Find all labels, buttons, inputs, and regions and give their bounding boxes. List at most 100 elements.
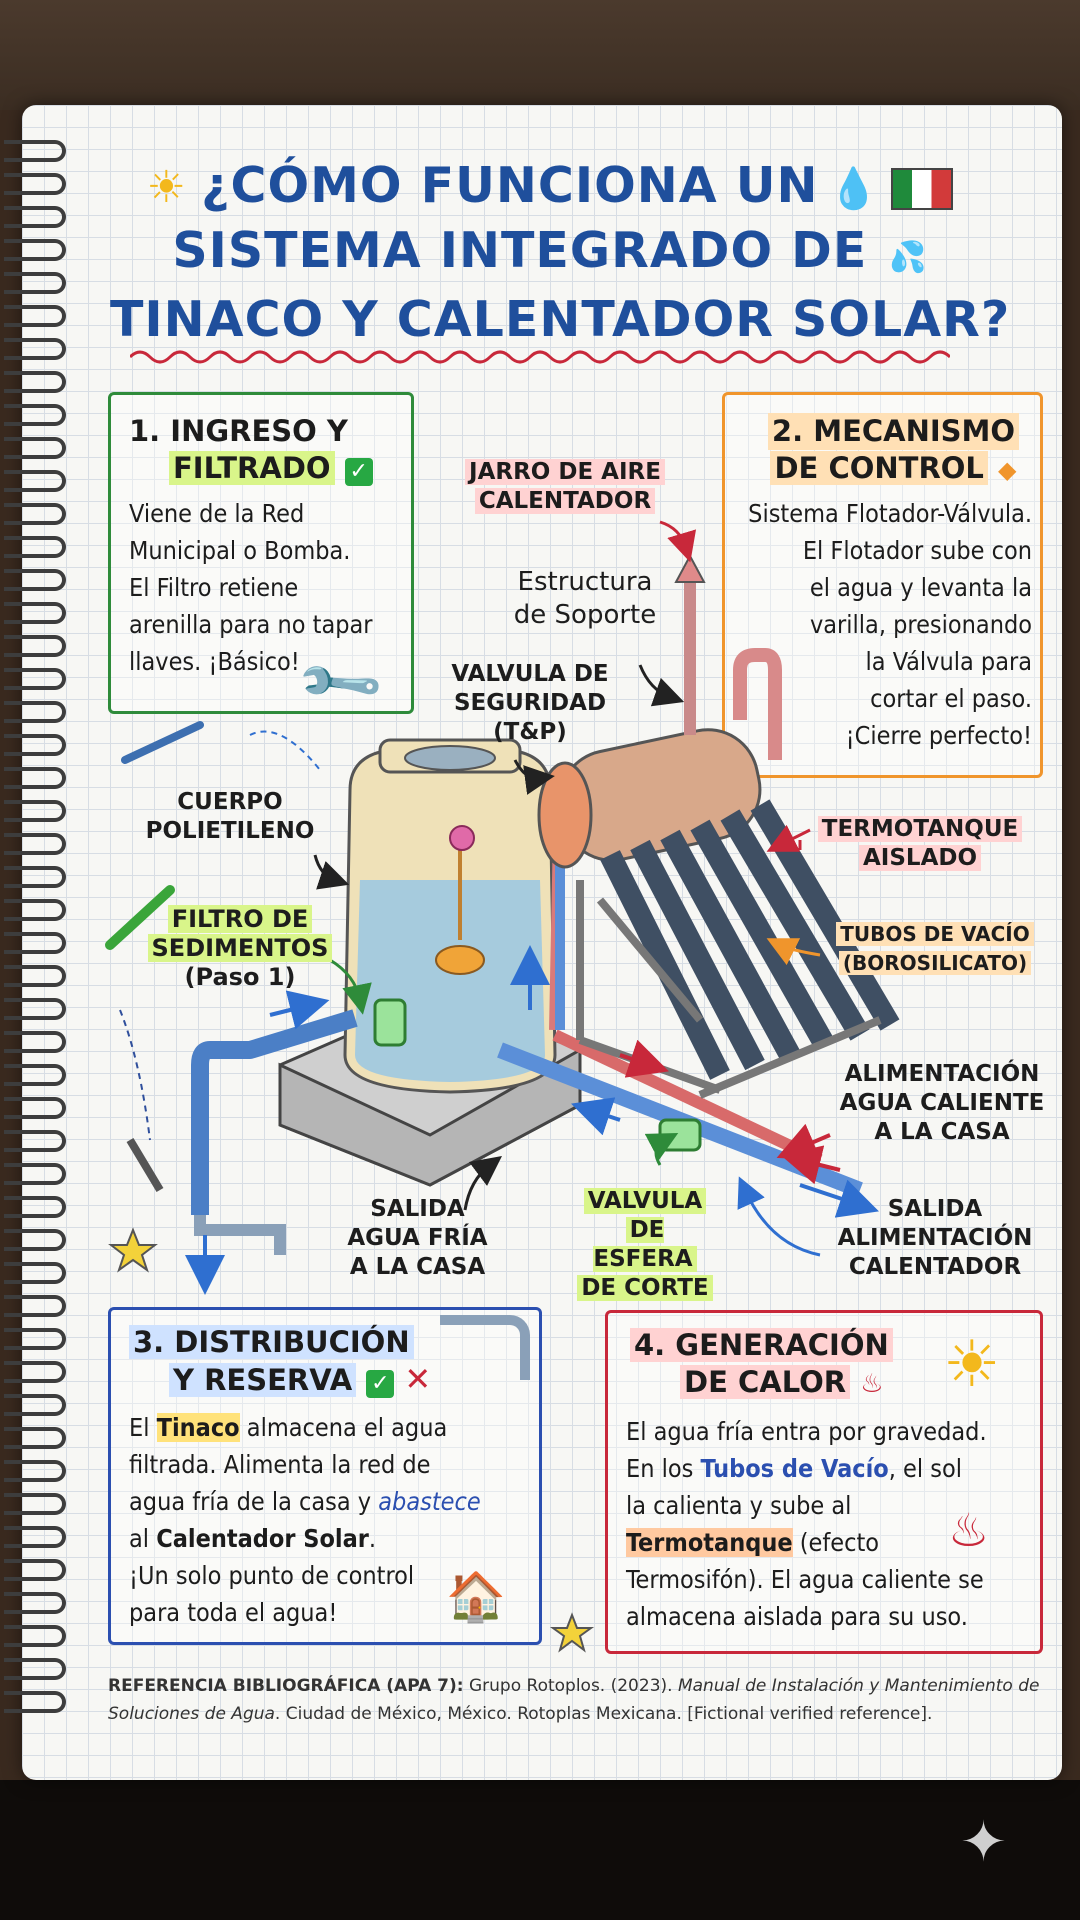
- title-line-3: TINACO Y CALENTADOR SOLAR?: [110, 291, 1011, 348]
- label-filtro-line2: SEDIMENTOS: [147, 934, 333, 962]
- spiral-ring: [4, 767, 66, 789]
- label-termo-line1: TERMOTANQUE: [817, 816, 1023, 842]
- ball-valve: [658, 1118, 702, 1152]
- label-cuerpo-line2: POLIETILENO: [145, 818, 315, 844]
- spiral-ring: [4, 1328, 66, 1350]
- spiral-ring: [4, 965, 66, 987]
- dark-background-bottom: [0, 1780, 1080, 1920]
- label-valvula-esfera: VALVULA DE ESFERA DE CORTE: [570, 1187, 720, 1303]
- spiral-ring: [4, 1493, 66, 1515]
- box3-text-d: agua fría de la casa y: [129, 1487, 379, 1516]
- spiral-ring: [4, 1592, 66, 1614]
- spiral-ring: [4, 536, 66, 558]
- spiral-ring: [4, 1295, 66, 1317]
- box1-title-line1: 1. INGRESO Y: [129, 414, 348, 448]
- spiral-binding: [4, 140, 66, 1740]
- pipe-icon: [440, 1315, 530, 1380]
- box4-text-g: almacena aislada para su uso.: [626, 1602, 968, 1631]
- star-icon-left: [108, 1227, 158, 1273]
- label-cuerpo: CUERPO POLIETILENO: [130, 788, 330, 846]
- label-ve-line1: VALVULA: [583, 1188, 707, 1214]
- spiral-ring: [4, 1526, 66, 1548]
- box3-text-e: al: [129, 1524, 157, 1553]
- spiral-ring: [4, 1361, 66, 1383]
- spiral-ring: [4, 404, 66, 426]
- label-sa-line3: CALENTADOR: [848, 1254, 1022, 1280]
- sediment-filter: [373, 998, 407, 1047]
- label-sa-line1: SALIDA: [887, 1196, 983, 1222]
- box4-text-f: Termosifón). El agua caliente se: [626, 1565, 984, 1594]
- label-filtro-line3: (Paso 1): [184, 963, 296, 991]
- spiral-ring: [4, 998, 66, 1020]
- box1-body-line-4: arenilla para no tapar: [129, 610, 373, 639]
- box2-title-line2: DE CONTROL: [770, 451, 988, 485]
- cross-icon: ✕: [404, 1360, 432, 1398]
- spiral-ring: [4, 569, 66, 591]
- page-title: ☀¿CÓMO FUNCIONA UN💧 SISTEMA INTEGRADO DE…: [110, 155, 1009, 351]
- spiral-ring: [4, 1460, 66, 1482]
- box4-text-a: El agua fría entra por gravedad.: [626, 1417, 987, 1446]
- box2-body-line-6: cortar el paso.: [870, 684, 1032, 713]
- box1-body-line-1: Viene de la Red: [129, 499, 305, 528]
- spiral-ring: [4, 1559, 66, 1581]
- star-icon-right: [549, 1612, 595, 1653]
- spiral-ring: [4, 1064, 66, 1086]
- box3-text-calentador: Calentador Solar: [156, 1524, 369, 1553]
- label-alim-line3: A LA CASA: [874, 1119, 1010, 1145]
- label-sf-line2: AGUA FRÍA: [347, 1225, 488, 1251]
- spiral-ring: [4, 206, 66, 228]
- label-filtro: FILTRO DE SEDIMENTOS (Paso 1): [140, 905, 340, 992]
- box4-title-line1: 4. GENERACIÓN: [630, 1328, 893, 1362]
- box3-text-f: .: [368, 1524, 377, 1553]
- heat-icon: ♨: [860, 1369, 884, 1399]
- spiral-ring: [4, 239, 66, 261]
- label-alim-line1: ALIMENTACIÓN: [844, 1061, 1040, 1087]
- sun-icon: ☀: [146, 162, 188, 213]
- box3-text-tinaco: Tinaco: [156, 1413, 240, 1442]
- spiral-ring: [4, 734, 66, 756]
- label-jarro-aire: JARRO DE AIRE CALENTADOR: [455, 458, 675, 516]
- title-underline-squiggle: [130, 350, 950, 364]
- label-valvula-seguridad: VALVULA DE SEGURIDAD (T&P): [445, 660, 615, 747]
- box4-text-d: la calienta y sube al: [626, 1491, 852, 1520]
- box3-text-g: ¡Un solo punto de control: [129, 1561, 415, 1590]
- spiral-ring: [4, 635, 66, 657]
- label-sf-line3: A LA CASA: [349, 1254, 486, 1280]
- spiral-ring: [4, 437, 66, 459]
- inlet-pipe: [191, 1009, 358, 1215]
- box3-title-line1: 3. DISTRIBUCIÓN: [129, 1325, 414, 1359]
- spiral-ring: [4, 1031, 66, 1053]
- spiral-ring: [4, 1196, 66, 1218]
- spiral-ring: [4, 1658, 66, 1680]
- box2-body-line-5: la Válvula para: [865, 647, 1032, 676]
- label-estructura: Estructura de Soporte: [505, 566, 665, 632]
- label-cuerpo-line1: CUERPO: [177, 789, 283, 815]
- spiral-ring: [4, 338, 66, 360]
- spiral-ring: [4, 1262, 66, 1284]
- box3-text-b: almacena el agua: [239, 1413, 448, 1442]
- spiral-ring: [4, 1163, 66, 1185]
- title-line-2: SISTEMA INTEGRADO DE: [172, 222, 868, 279]
- box2-body-line-7: ¡Cierre perfecto!: [845, 721, 1032, 750]
- box-distribucion-reserva: 3. DISTRIBUCIÓN Y RESERVA ✓ ✕ El Tinaco …: [108, 1307, 542, 1645]
- box1-body-line-2: Municipal o Bomba.: [129, 536, 351, 565]
- box1-body-line-5: llaves. ¡Básico!: [129, 647, 300, 676]
- water-drop-icon: 💧: [828, 166, 880, 212]
- checkmark-icon: ✓: [366, 1370, 395, 1398]
- steam-icon: ♨: [948, 1503, 990, 1557]
- bibliographic-reference: REFERENCIA BIBLIOGRÁFICA (APA 7): Grupo …: [108, 1672, 1058, 1728]
- spiral-ring: [4, 371, 66, 393]
- spiral-ring: [4, 1625, 66, 1647]
- box4-text-e: (efecto: [792, 1528, 880, 1557]
- spiral-ring: [4, 701, 66, 723]
- label-sa-line2: ALIMENTACIÓN: [837, 1225, 1033, 1251]
- label-filtro-line1: FILTRO DE: [167, 905, 313, 933]
- label-tubos-vacio: TUBOS DE VACÍO (BOROSILICATO): [820, 920, 1050, 978]
- box4-text-termo: Termotanque: [626, 1528, 793, 1557]
- reference-text2: . Ciudad de México, México. Rotoplas Mex…: [274, 1704, 933, 1724]
- wood-background-top: [0, 0, 1080, 110]
- spiral-ring: [4, 1394, 66, 1416]
- box2-body-line-2: El Flotador sube con: [802, 536, 1032, 565]
- label-vs-line2: SEGURIDAD: [453, 690, 607, 716]
